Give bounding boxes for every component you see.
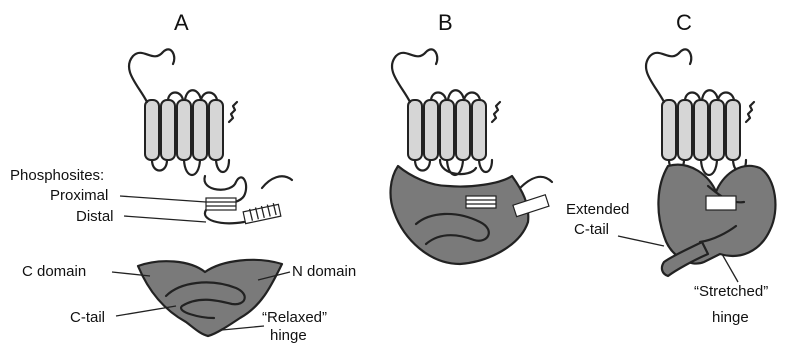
panel-label-b: B xyxy=(438,10,453,35)
c-domain-label: C domain xyxy=(22,263,86,280)
n-domain-label: N domain xyxy=(292,263,356,280)
c-tail-label: C-tail xyxy=(70,309,105,326)
relaxed-hinge-label-2: hinge xyxy=(270,327,307,344)
extended-c-tail-label-1: Extended xyxy=(566,201,629,218)
arrestin-inactive xyxy=(138,260,282,336)
arrestin-active xyxy=(658,165,775,276)
stretched-hinge-label-2: hinge xyxy=(712,309,749,326)
receptor-c xyxy=(646,49,754,175)
panel-label-c: C xyxy=(676,10,692,35)
proximal-label: Proximal xyxy=(50,187,108,204)
relaxed-hinge-label-1: “Relaxed” xyxy=(262,309,327,326)
panel-label-a: A xyxy=(174,10,189,35)
extended-c-tail-label-2: C-tail xyxy=(574,221,609,238)
receptor-a xyxy=(129,49,292,223)
receptor-b xyxy=(392,49,552,188)
arrestin-pre-complex xyxy=(391,160,549,264)
stretched-hinge-label-1: “Stretched” xyxy=(694,283,768,300)
phosphosites-label: Phosphosites: xyxy=(10,167,104,184)
distal-label: Distal xyxy=(76,208,114,225)
